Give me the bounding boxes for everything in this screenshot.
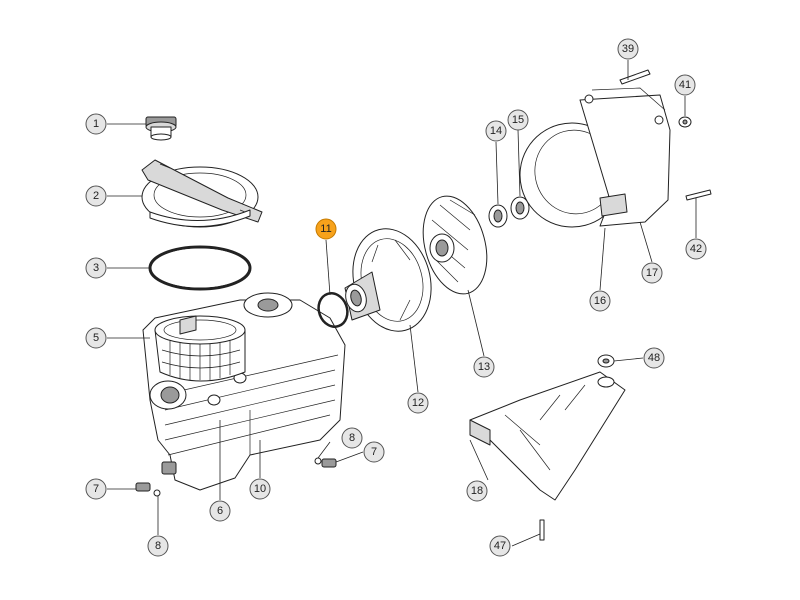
callout-14: 14 [485,120,507,142]
svg-text:18: 18 [471,485,483,497]
svg-text:41: 41 [679,79,691,91]
svg-text:6: 6 [217,505,223,517]
impeller [422,195,488,295]
lid-knob [145,116,177,141]
pump-lid [141,159,263,228]
svg-text:13: 13 [478,361,490,373]
callout-3: 3 [85,257,107,279]
callout-41: 41 [674,74,696,96]
callout-2: 2 [85,185,107,207]
callout-18: 18 [466,480,488,502]
svg-text:8: 8 [155,540,161,552]
callout-1: 1 [85,113,107,135]
svg-text:15: 15 [512,114,524,126]
callout-13: 13 [473,356,495,378]
svg-text:1: 1 [93,118,99,130]
callout-12: 12 [407,392,429,414]
callout-7-left: 7 [85,478,107,500]
screw-47 [539,519,545,541]
strainer-basket [154,315,246,382]
svg-text:2: 2 [93,190,99,202]
svg-text:39: 39 [622,43,634,55]
svg-text:3: 3 [93,262,99,274]
washer-48 [597,354,615,368]
callout-7-right: 7 [363,441,385,463]
bolt-42 [685,189,712,201]
svg-text:7: 7 [371,446,377,458]
svg-text:47: 47 [494,540,506,552]
svg-text:14: 14 [490,125,502,137]
svg-text:42: 42 [690,243,702,255]
callout-39: 39 [617,38,639,60]
callout-17: 17 [641,262,663,284]
bolt-39 [619,69,651,85]
svg-text:16: 16 [594,295,606,307]
callout-11-highlighted: 11 [315,218,337,240]
svg-text:12: 12 [412,397,424,409]
svg-text:48: 48 [648,352,660,364]
callout-48: 48 [643,347,665,369]
diffuser [344,228,432,332]
callout-10: 10 [249,478,271,500]
drain-plug-left [135,482,161,497]
svg-text:10: 10 [254,483,266,495]
seal-plate [519,87,671,228]
callout-42: 42 [685,238,707,260]
callout-8-right: 8 [341,427,363,449]
motor-support [469,371,626,501]
diffuser-o-ring [317,292,349,328]
washer-41 [678,116,692,128]
callout-6: 6 [209,500,231,522]
callout-15: 15 [507,109,529,131]
svg-text:7: 7 [93,483,99,495]
callout-16: 16 [589,290,611,312]
callout-47: 47 [489,535,511,557]
leader-lines [107,60,697,547]
svg-text:11: 11 [320,223,331,235]
drain-plug-right [314,457,337,468]
svg-text:17: 17 [646,267,658,279]
mechanical-seal [488,196,530,228]
callout-5: 5 [85,327,107,349]
svg-text:8: 8 [349,432,355,444]
callout-8-left: 8 [147,535,169,557]
lid-o-ring [148,245,252,291]
svg-text:5: 5 [93,332,99,344]
